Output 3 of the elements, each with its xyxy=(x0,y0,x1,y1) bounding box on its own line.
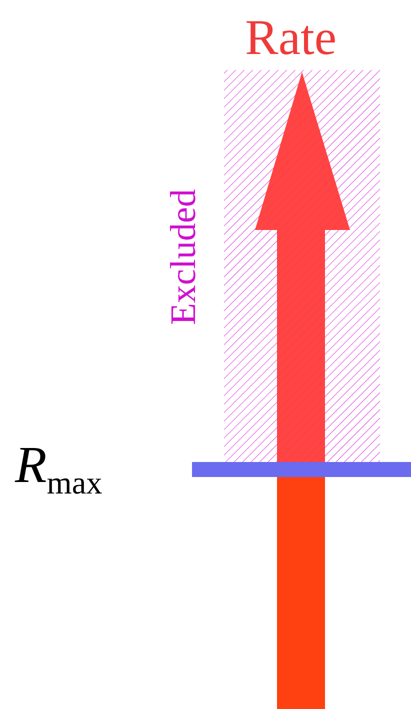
region-label: Excluded xyxy=(165,189,201,325)
limit-label: R$_{max}$ xyxy=(15,440,102,499)
axis-title: Rate xyxy=(245,12,337,62)
